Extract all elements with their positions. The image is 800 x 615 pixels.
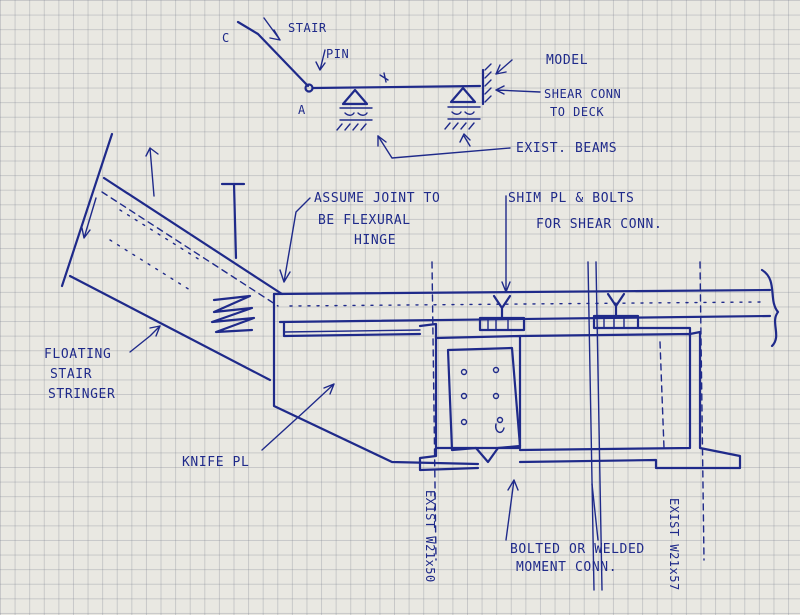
slab-top-line xyxy=(272,288,772,296)
load-mark xyxy=(379,72,389,83)
support-left-triangle xyxy=(341,88,369,106)
label-floating-2: STAIR xyxy=(50,367,92,382)
label-assume-1: ASSUME JOINT TO xyxy=(314,191,440,206)
label-node-a: A xyxy=(298,103,306,117)
bolted-leader-2 xyxy=(591,483,599,541)
connection-detail xyxy=(60,132,780,591)
stringer-dashed-line xyxy=(101,191,279,307)
moment-plate-outline xyxy=(446,346,522,464)
vertical-reference-line-2 xyxy=(587,261,595,591)
support-right-rollers xyxy=(447,106,481,120)
bolt-hole xyxy=(496,416,504,424)
beam-right-flanges xyxy=(518,326,742,470)
stair-arrow xyxy=(263,17,281,41)
model-arrow xyxy=(495,59,513,75)
model-beam-line xyxy=(311,84,482,90)
shear-conn-arrow xyxy=(495,85,541,95)
vertical-reference-line xyxy=(595,261,603,591)
label-assume-3: HINGE xyxy=(354,233,396,248)
floating-leader xyxy=(129,325,161,353)
joint-scribble xyxy=(210,294,256,334)
support-left-rollers xyxy=(339,107,373,121)
exist-beams-leader xyxy=(377,135,511,159)
label-c: C xyxy=(222,31,230,45)
knife-leader xyxy=(261,383,335,451)
beam-left-centerline xyxy=(431,261,437,561)
stringer-top-post xyxy=(145,147,159,197)
label-exist-left: EXIST W21x50 xyxy=(423,490,437,583)
support-right-hatch xyxy=(444,122,475,130)
beam-left-web xyxy=(418,322,480,472)
bolt-hole xyxy=(460,392,468,400)
label-exist-right: EXIST W21x57 xyxy=(667,498,681,591)
structural-model-diagram xyxy=(236,17,541,159)
bolt-symbol-left xyxy=(492,294,512,320)
label-shear-conn-1: SHEAR CONN xyxy=(544,87,621,101)
beam-right-dashed xyxy=(659,341,665,449)
stringer-inner-arrow xyxy=(81,197,97,239)
stringer-top-edge xyxy=(102,176,284,296)
shim-plate-hatch xyxy=(487,315,625,331)
slab-dots xyxy=(289,301,761,307)
label-shim-1: SHIM PL & BOLTS xyxy=(508,191,634,206)
bolt-hole-curl xyxy=(494,423,505,434)
shim-leader xyxy=(501,195,511,293)
stringer-concrete-dots xyxy=(109,209,201,291)
bolt-hole xyxy=(460,418,468,426)
bolt-symbol-right xyxy=(606,292,626,318)
slab-break-line xyxy=(760,268,780,348)
bolt-hole xyxy=(492,366,500,374)
stringer-left-cut xyxy=(60,132,114,288)
post-above-stringer xyxy=(220,182,246,260)
label-stair: STAIR xyxy=(288,21,327,35)
exist-beams-arrowheads xyxy=(377,133,471,147)
label-assume-2: BE FLEXURAL xyxy=(318,213,411,228)
bolt-hole xyxy=(492,392,500,400)
beam-left-flange-box xyxy=(434,334,522,450)
label-bolted-2: MOMENT CONN. xyxy=(516,560,617,575)
bolted-leader xyxy=(505,479,519,541)
label-knife: KNIFE PL xyxy=(182,455,249,470)
stair-member-line xyxy=(236,20,310,88)
bolt-hole xyxy=(460,368,468,376)
lower-flange-left-inner xyxy=(283,329,421,333)
beam-right-centerline xyxy=(699,261,705,561)
support-right-triangle xyxy=(449,86,477,104)
label-pin: PIN xyxy=(326,47,349,61)
label-floating-1: FLOATING xyxy=(44,347,111,362)
stringer-bottom-edge xyxy=(68,274,272,382)
pin-node xyxy=(304,83,314,93)
label-floating-3: STRINGER xyxy=(48,387,115,402)
pin-arrow xyxy=(315,49,326,71)
label-exist-beams: EXIST. BEAMS xyxy=(516,141,617,156)
support-left-hatch xyxy=(336,123,367,131)
label-shim-2: FOR SHEAR CONN. xyxy=(536,217,662,232)
lower-flange-left xyxy=(282,320,422,338)
label-model: MODEL xyxy=(546,53,588,68)
label-bolted-1: BOLTED OR WELDED xyxy=(510,542,645,557)
assume-leader xyxy=(279,197,311,283)
wall-hatch xyxy=(484,63,492,103)
label-shear-conn-2: TO DECK xyxy=(550,105,604,119)
beam-right-box xyxy=(518,332,692,452)
